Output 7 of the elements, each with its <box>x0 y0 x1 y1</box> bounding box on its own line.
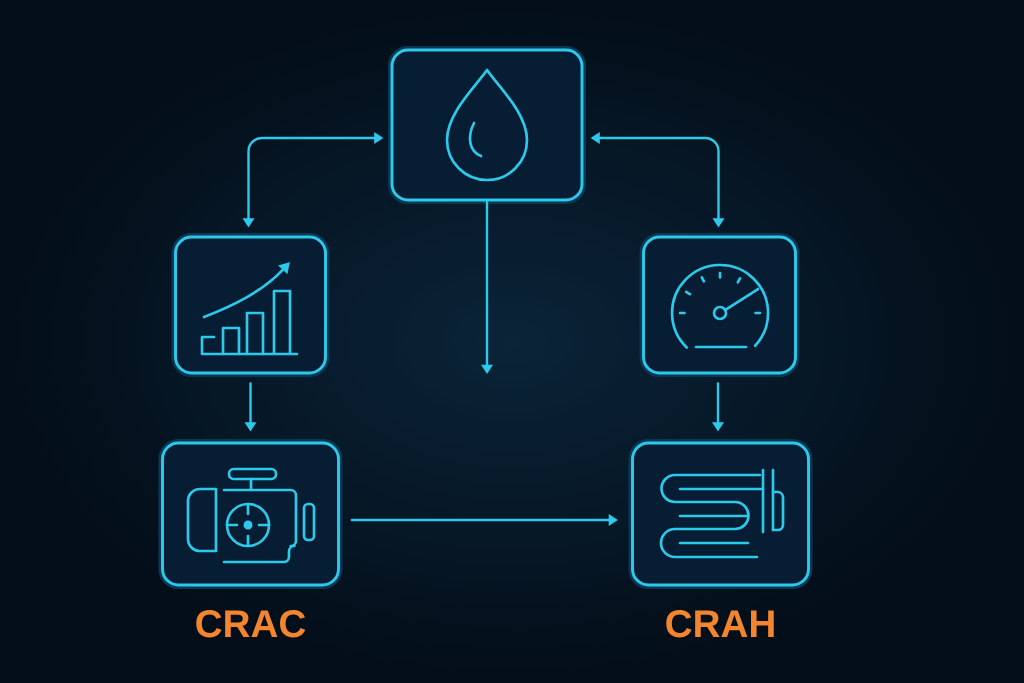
icon-box <box>388 46 586 204</box>
caption-label: CRAH <box>666 610 774 638</box>
icon-box <box>171 233 330 377</box>
icon-box <box>158 439 343 589</box>
icon-box <box>639 233 800 377</box>
caption-label: CRAC <box>196 610 306 638</box>
icon-box <box>628 439 813 589</box>
